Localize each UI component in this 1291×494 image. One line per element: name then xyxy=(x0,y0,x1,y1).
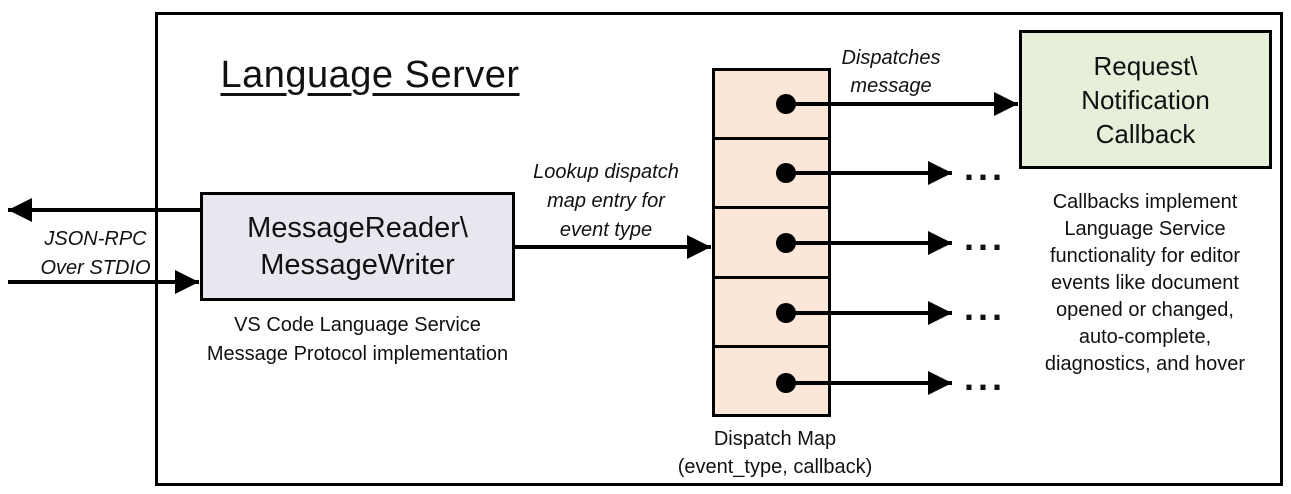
callbacks-note: Callbacks implement Language Service fun… xyxy=(1008,189,1282,378)
dispatch-map xyxy=(712,68,831,417)
callbacks-note-line1: Callbacks implement xyxy=(1052,191,1238,213)
dispatches-label-line2: message xyxy=(850,75,932,97)
lookup-dispatch-label: Lookup dispatch map entry for event type xyxy=(510,158,702,245)
message-box-caption-line2: Message Protocol implementation xyxy=(206,343,509,365)
request-notification-callback-box: Request\ Notification Callback xyxy=(1019,30,1272,169)
diagram-title: Language Server xyxy=(220,54,520,96)
message-box-caption: VS Code Language Service Message Protoco… xyxy=(180,311,535,369)
dispatch-map-caption-line2: (event_type, callback) xyxy=(677,456,873,478)
json-rpc-label-line1: JSON-RPC xyxy=(44,228,147,250)
callback-box-label-line1: Request\ xyxy=(1093,50,1198,81)
callbacks-note-line3: functionality for editor xyxy=(1049,245,1241,267)
callback-box-label-line3: Callback xyxy=(1095,118,1196,149)
lookup-label-line3: event type xyxy=(559,219,653,241)
more-callbacks-ellipsis-4: ... xyxy=(963,357,1006,398)
more-callbacks-ellipsis-1: ... xyxy=(963,147,1006,188)
more-callbacks-ellipsis-3: ... xyxy=(963,287,1006,328)
dispatch-map-cell xyxy=(715,206,828,275)
dispatch-map-caption: Dispatch Map (event_type, callback) xyxy=(650,425,900,481)
json-rpc-stdio-label: JSON-RPC Over STDIO xyxy=(18,225,173,283)
lookup-label-line2: map entry for xyxy=(547,190,665,212)
callbacks-note-line5: opened or changed, xyxy=(1056,299,1234,321)
callbacks-note-line7: diagnostics, and hover xyxy=(1044,353,1246,375)
message-box-caption-line1: VS Code Language Service xyxy=(234,314,481,336)
dispatches-label-line1: Dispatches xyxy=(841,47,941,69)
message-box-label-line2: MessageWriter xyxy=(260,248,455,281)
json-rpc-label-line2: Over STDIO xyxy=(40,257,151,279)
lookup-label-line1: Lookup dispatch xyxy=(533,161,679,183)
more-callbacks-ellipsis-2: ... xyxy=(963,217,1006,258)
dispatch-map-cell xyxy=(715,344,828,414)
callbacks-note-line2: Language Service xyxy=(1064,218,1226,240)
message-reader-writer-box: MessageReader\ MessageWriter xyxy=(200,192,515,301)
callbacks-note-line6: auto-complete, xyxy=(1078,326,1212,348)
dispatch-map-cell xyxy=(715,137,828,206)
callback-box-label-line2: Notification xyxy=(1081,84,1210,115)
dispatch-map-caption-line1: Dispatch Map xyxy=(713,428,837,450)
callbacks-note-line4: events like document xyxy=(1051,272,1239,294)
dispatch-map-cell xyxy=(715,275,828,345)
message-box-label-line1: MessageReader\ xyxy=(247,211,468,244)
dispatches-message-label: Dispatches message xyxy=(810,44,972,100)
language-server-boundary-box xyxy=(155,12,1283,486)
